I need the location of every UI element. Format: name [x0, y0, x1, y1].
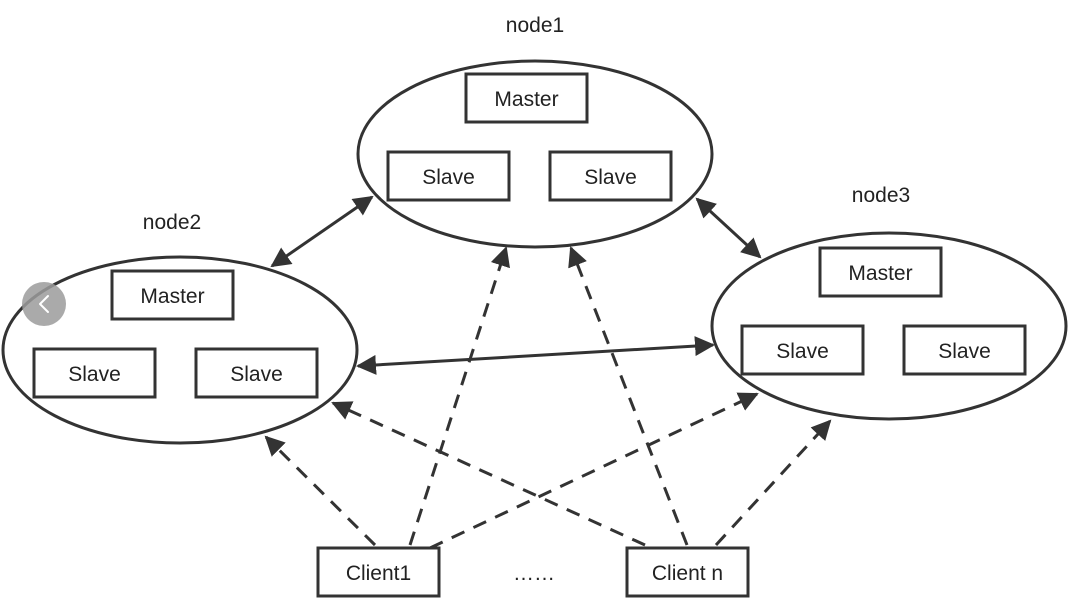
- link-node2-node1: [270, 195, 374, 268]
- node3-master-box: [818, 246, 943, 298]
- clients-ellipsis: ……: [513, 562, 555, 585]
- back-button[interactable]: [22, 282, 66, 326]
- node3-slave2-label: Slave: [938, 340, 991, 363]
- node2-master-box: [110, 269, 235, 321]
- client-links: [264, 246, 832, 550]
- node2-slave2-label: Slave: [230, 363, 283, 386]
- node1-slave2-box: [548, 150, 673, 202]
- node1-master-box: [464, 72, 589, 124]
- node1-label: node1: [506, 14, 564, 37]
- link-client1-node3: [429, 392, 759, 550]
- node2-slave2-box: [194, 347, 319, 399]
- link-client1-node2: [264, 435, 377, 547]
- node1-group: node1 Master Slave Slave: [356, 14, 714, 249]
- node3-slave2-box: [902, 324, 1027, 376]
- node-links: [270, 195, 762, 375]
- node2-label: node2: [143, 211, 201, 234]
- link-node2-node3: [356, 336, 715, 375]
- link-node1-node3: [695, 197, 762, 259]
- node3-slave1-label: Slave: [776, 340, 829, 363]
- node2-slave1-box: [32, 347, 157, 399]
- link-client1-node1: [408, 246, 510, 546]
- node2-group: node2 Master Slave Slave: [1, 211, 359, 445]
- link-clientn-node1: [568, 246, 689, 546]
- link-clientn-node3: [714, 419, 832, 547]
- client1-label: Client1: [346, 562, 411, 585]
- node3-slave1-box: [740, 324, 865, 376]
- node1-slave1-box: [386, 150, 511, 202]
- link-clientn-node2: [331, 401, 646, 547]
- chevron-left-icon: [39, 295, 49, 313]
- node1-slave2-label: Slave: [584, 166, 637, 189]
- clients-group: Client1 …… Client n: [316, 546, 750, 598]
- node2-slave1-label: Slave: [68, 363, 121, 386]
- node3-master-label: Master: [848, 262, 912, 285]
- node1-slave1-label: Slave: [422, 166, 475, 189]
- node3-label: node3: [852, 184, 910, 207]
- node2-master-label: Master: [140, 285, 204, 308]
- client1-box: [316, 546, 441, 598]
- node1-master-label: Master: [494, 88, 558, 111]
- node3-group: node3 Master Slave Slave: [710, 184, 1068, 421]
- clientn-box: [625, 546, 750, 598]
- clientn-label: Client n: [652, 562, 723, 585]
